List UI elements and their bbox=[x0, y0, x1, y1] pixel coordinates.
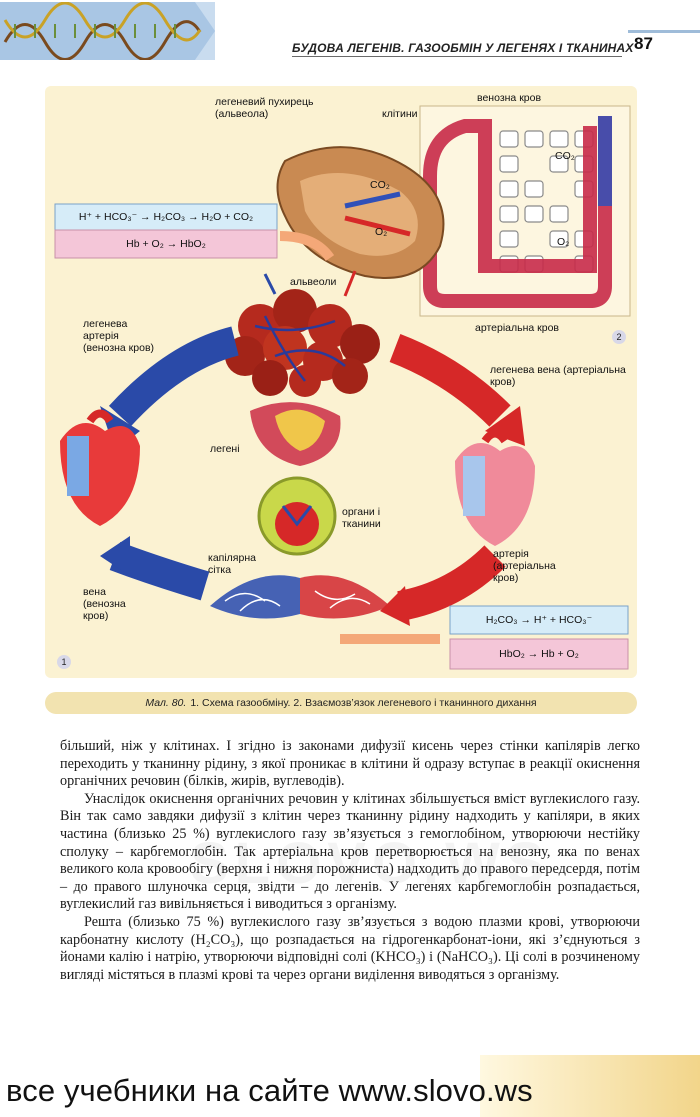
equation-bottom-1: H₂CO₃ → H⁺ + HCO₃⁻ bbox=[485, 614, 593, 626]
footer-decoration bbox=[480, 1055, 700, 1117]
label-o2-capillary: O₂ bbox=[557, 236, 570, 248]
paragraph-3: Решта (близько 75 %) вуглекислого газу з… bbox=[60, 913, 640, 983]
gas-exchange-figure: легеневий пухирець (альвеола) венозна кр… bbox=[45, 86, 637, 678]
heart-left bbox=[60, 409, 140, 526]
header-rule bbox=[292, 56, 622, 57]
figure-marker-2: 2 bbox=[612, 330, 626, 344]
footer-site-text: все учебники на сайте www.slovo.ws bbox=[6, 1073, 533, 1108]
label-alveoli: альвеоли bbox=[290, 276, 337, 288]
figure-caption: Мал. 80. 1. Схема газообміну. 2. Взаємоз… bbox=[45, 692, 637, 714]
label-arterial-blood-top: артеріальна кров bbox=[475, 322, 559, 334]
dna-helix-decoration bbox=[0, 2, 215, 60]
equation-bottom-2: HbO₂ → Hb + O₂ bbox=[499, 648, 579, 660]
page-header: БУДОВА ЛЕГЕНІВ. ГАЗООБМІН У ЛЕГЕНЯХ І ТК… bbox=[0, 0, 700, 62]
alveoli-cluster bbox=[225, 289, 380, 397]
body-text: більший, ніж у клітинах. І згідно із зак… bbox=[60, 738, 640, 984]
label-pulmonary-vein: легенева вена (артеріальна кров) bbox=[490, 364, 626, 388]
gas-exchange-illustration bbox=[45, 86, 637, 678]
label-co2-capillary: CO₂ bbox=[555, 150, 575, 162]
label-artery: артерія (артеріальна кров) bbox=[493, 548, 556, 584]
label-capillary-net: капілярна сітка bbox=[208, 552, 256, 576]
watermark: SLOVO.WS bbox=[190, 831, 551, 896]
label-venous-blood-top: венозна кров bbox=[477, 92, 542, 104]
label-lungs: легені bbox=[210, 443, 240, 455]
label-pulmonary-artery: легенева артерія (венозна кров) bbox=[83, 318, 155, 354]
label-co2-alveolus: CO₂ bbox=[370, 179, 390, 191]
caption-text: 1. Схема газообміну. 2. Взаємозв’язок ле… bbox=[190, 697, 537, 709]
equation-top-1: H⁺ + HCO₃⁻ → H₂CO₃ → H₂O + CO₂ bbox=[78, 211, 254, 223]
header-accent-bar bbox=[628, 30, 700, 33]
page-number: 87 bbox=[634, 34, 653, 53]
label-alveolus: легеневий пухирець (альвеола) bbox=[215, 96, 314, 120]
caption-prefix: Мал. 80. bbox=[145, 697, 187, 709]
label-organs: органи і тканини bbox=[342, 506, 381, 530]
label-o2-alveolus: O₂ bbox=[375, 226, 388, 238]
heart-right bbox=[455, 429, 535, 546]
label-cells: клітини bbox=[382, 108, 418, 120]
paragraph-1: більший, ніж у клітинах. І згідно із зак… bbox=[60, 738, 640, 790]
figure-marker-1: 1 bbox=[57, 655, 71, 669]
chapter-title: БУДОВА ЛЕГЕНІВ. ГАЗООБМІН У ЛЕГЕНЯХ І ТК… bbox=[292, 41, 634, 55]
label-vein: вена (венозна кров) bbox=[83, 586, 126, 622]
equation-top-2: Hb + O₂ → HbO₂ bbox=[126, 238, 206, 250]
paragraph-2: Унаслідок окиснення органічних речовин у… bbox=[60, 790, 640, 913]
